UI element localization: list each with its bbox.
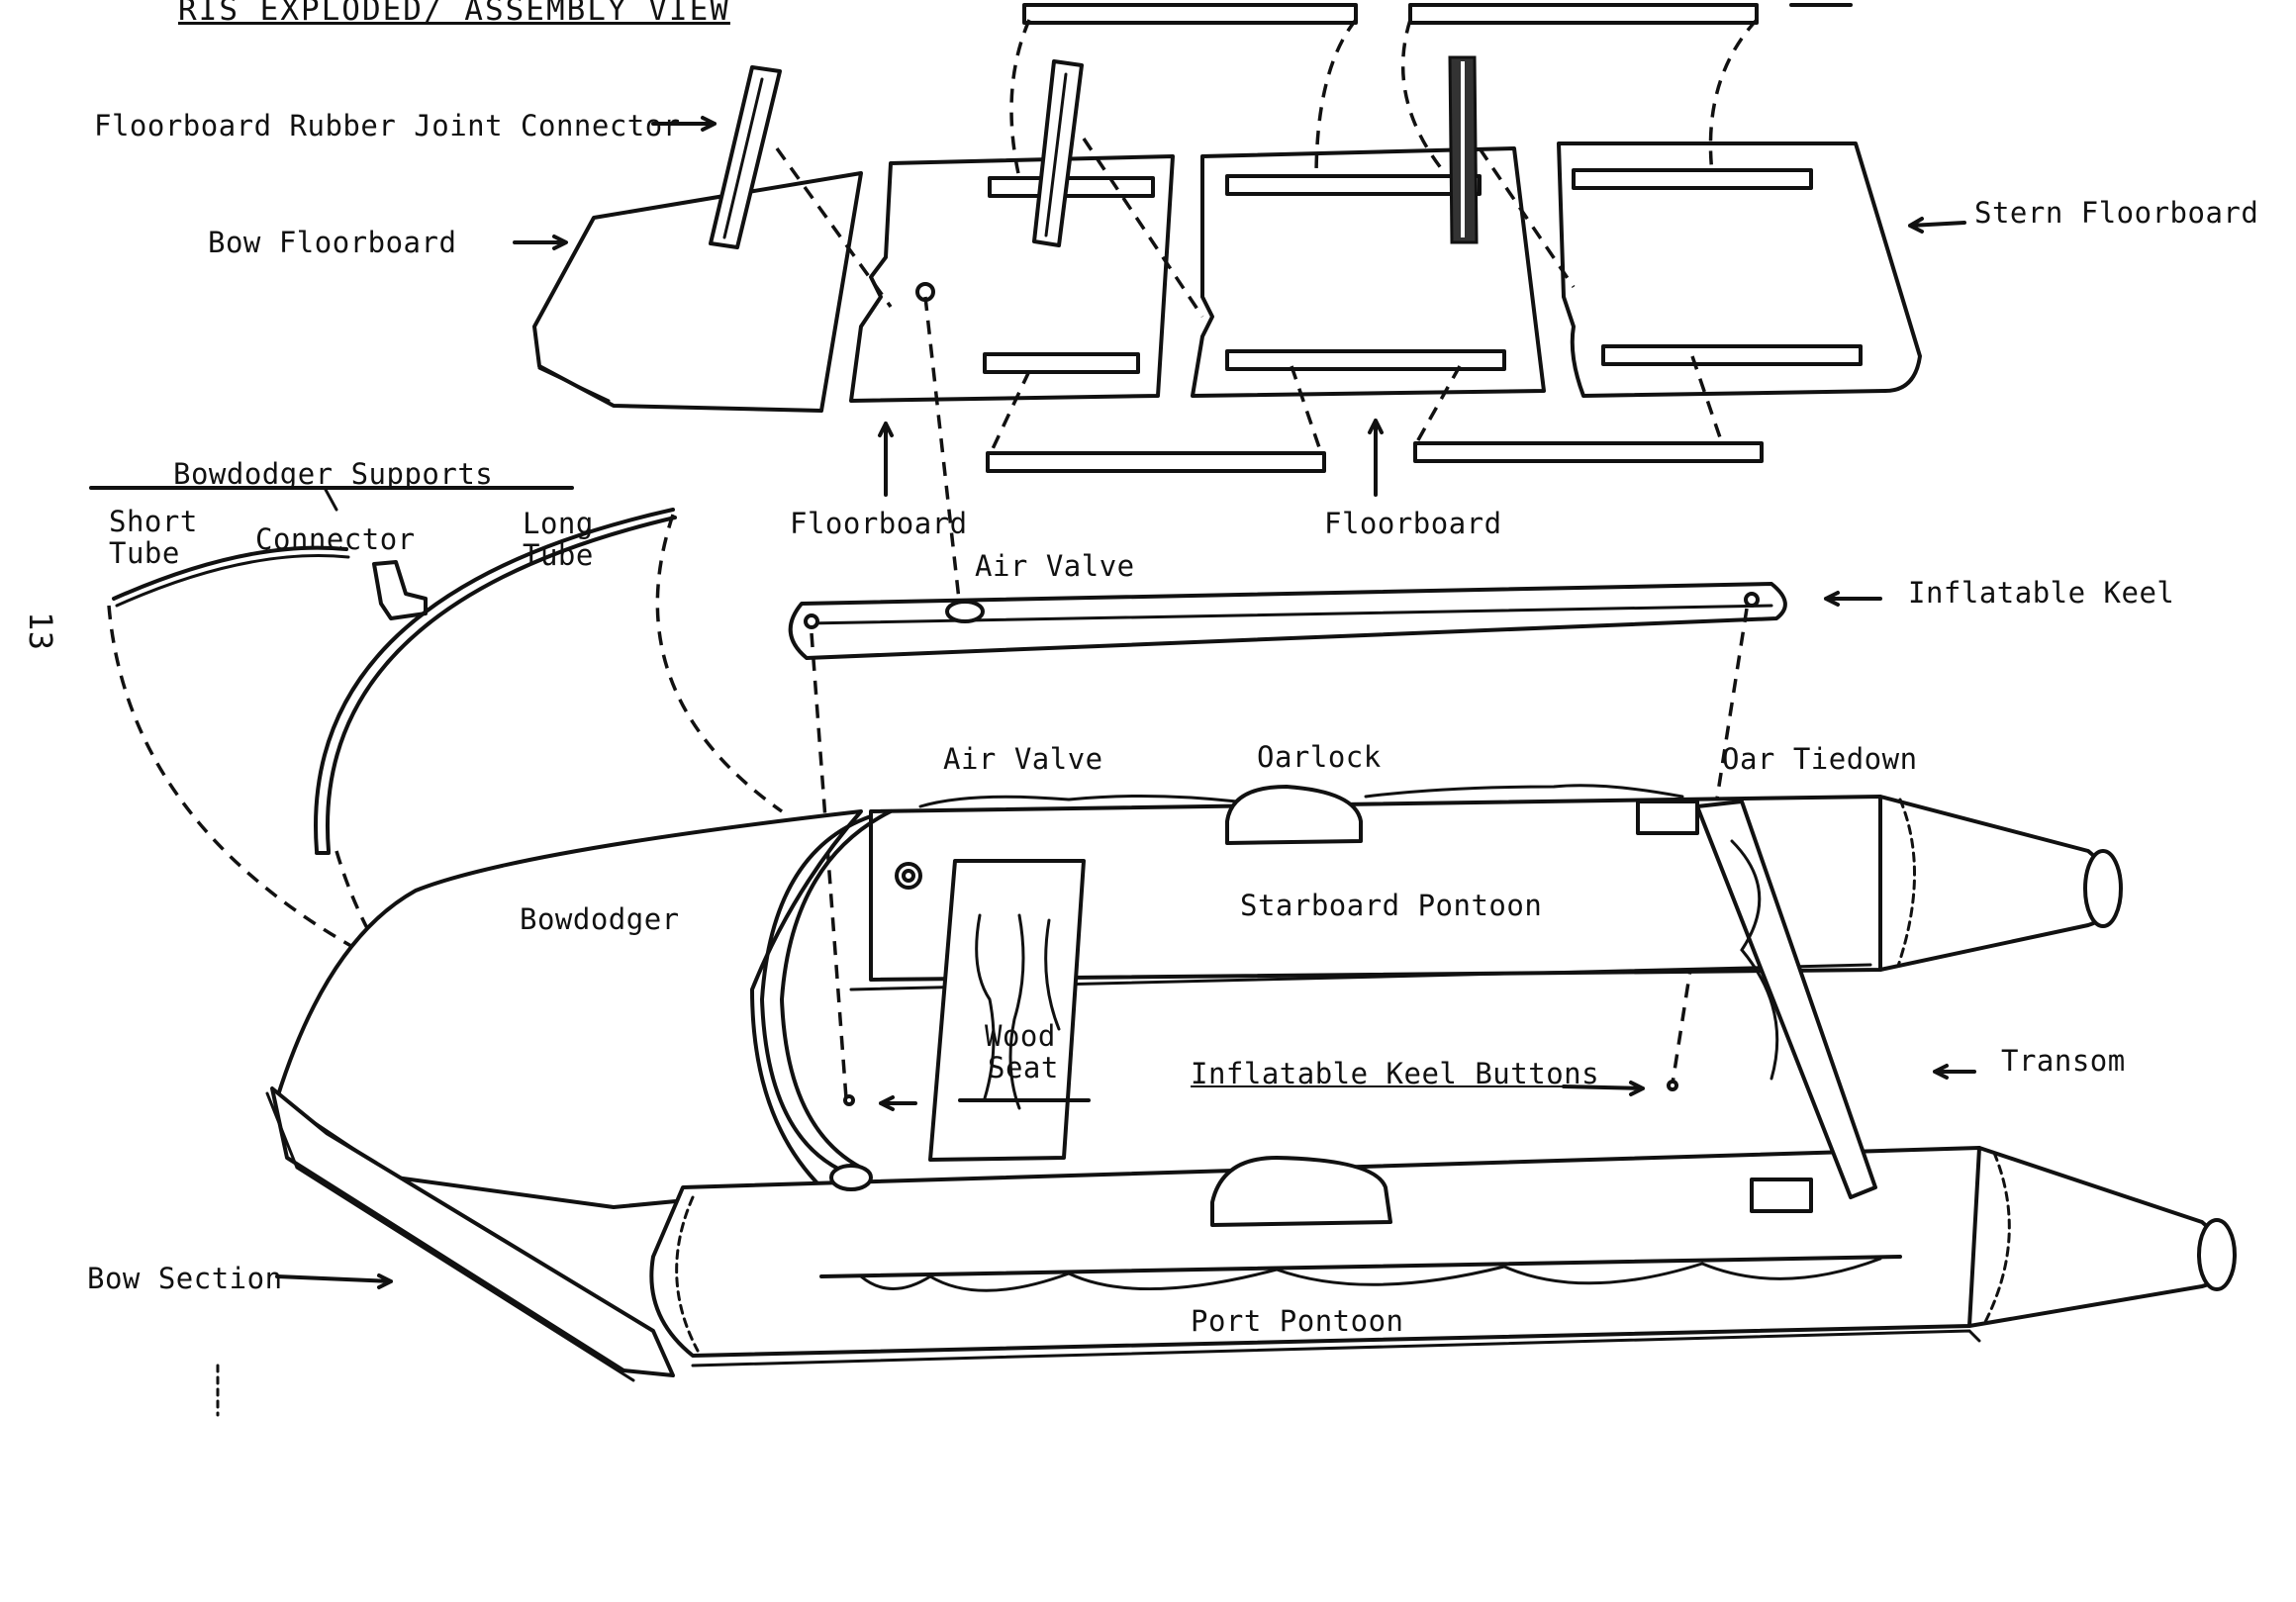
bow-floorboard-shape	[532, 171, 863, 413]
label-short-tube-2: Tube	[109, 536, 180, 570]
strip-top-2	[1408, 3, 1759, 25]
label-air-valve-pontoon: Air Valve	[943, 742, 1103, 776]
label-stern-floorboard: Stern Floorboard	[1974, 196, 2259, 230]
strip-top-1	[1022, 3, 1358, 25]
rubber-joint-connectors	[709, 55, 1479, 249]
strip-bottom-1	[986, 451, 1326, 473]
diagram-title: RIS EXPLODED/ ASSEMBLY VIEW	[178, 0, 730, 28]
label-inflatable-keel: Inflatable Keel	[1908, 576, 2175, 610]
label-floorboard-right: Floorboard	[1324, 507, 1502, 540]
strip-bottom-2	[1413, 441, 1764, 463]
label-bowdodger: Bowdodger	[520, 902, 680, 936]
label-long-tube-2: Tube	[523, 538, 594, 572]
label-short-tube-1: Short	[109, 505, 198, 538]
label-floorboard-rubber-joint-connector: Floorboard Rubber Joint Connector	[94, 109, 681, 142]
page-number: 13	[22, 612, 59, 651]
label-inflatable-keel-buttons: Inflatable Keel Buttons	[1191, 1057, 1600, 1090]
label-floorboard-left: Floorboard	[790, 507, 968, 540]
label-starboard-pontoon: Starboard Pontoon	[1240, 889, 1543, 922]
label-wood-seat-2: Seat	[988, 1051, 1059, 1084]
label-connector: Connector	[255, 522, 416, 556]
floorboard-3-shape	[1191, 146, 1546, 398]
floorboard-2-shape	[849, 154, 1175, 403]
stern-floorboard-shape	[1557, 141, 1922, 398]
label-oarlock: Oarlock	[1257, 740, 1382, 774]
label-air-valve-keel: Air Valve	[975, 549, 1135, 583]
label-bow-section: Bow Section	[87, 1262, 283, 1295]
label-wood-seat-1: Wood	[985, 1019, 1056, 1053]
label-port-pontoon: Port Pontoon	[1191, 1304, 1404, 1338]
inflatable-keel-shape	[788, 582, 1787, 660]
boat-shape	[265, 784, 2237, 1382]
label-transom: Transom	[2001, 1044, 2126, 1078]
label-oar-tiedown: Oar Tiedown	[1722, 742, 1918, 776]
label-bowdodger-supports: Bowdodger Supports	[173, 457, 494, 491]
label-long-tube-1: Long	[523, 507, 594, 540]
label-bow-floorboard: Bow Floorboard	[208, 226, 457, 259]
